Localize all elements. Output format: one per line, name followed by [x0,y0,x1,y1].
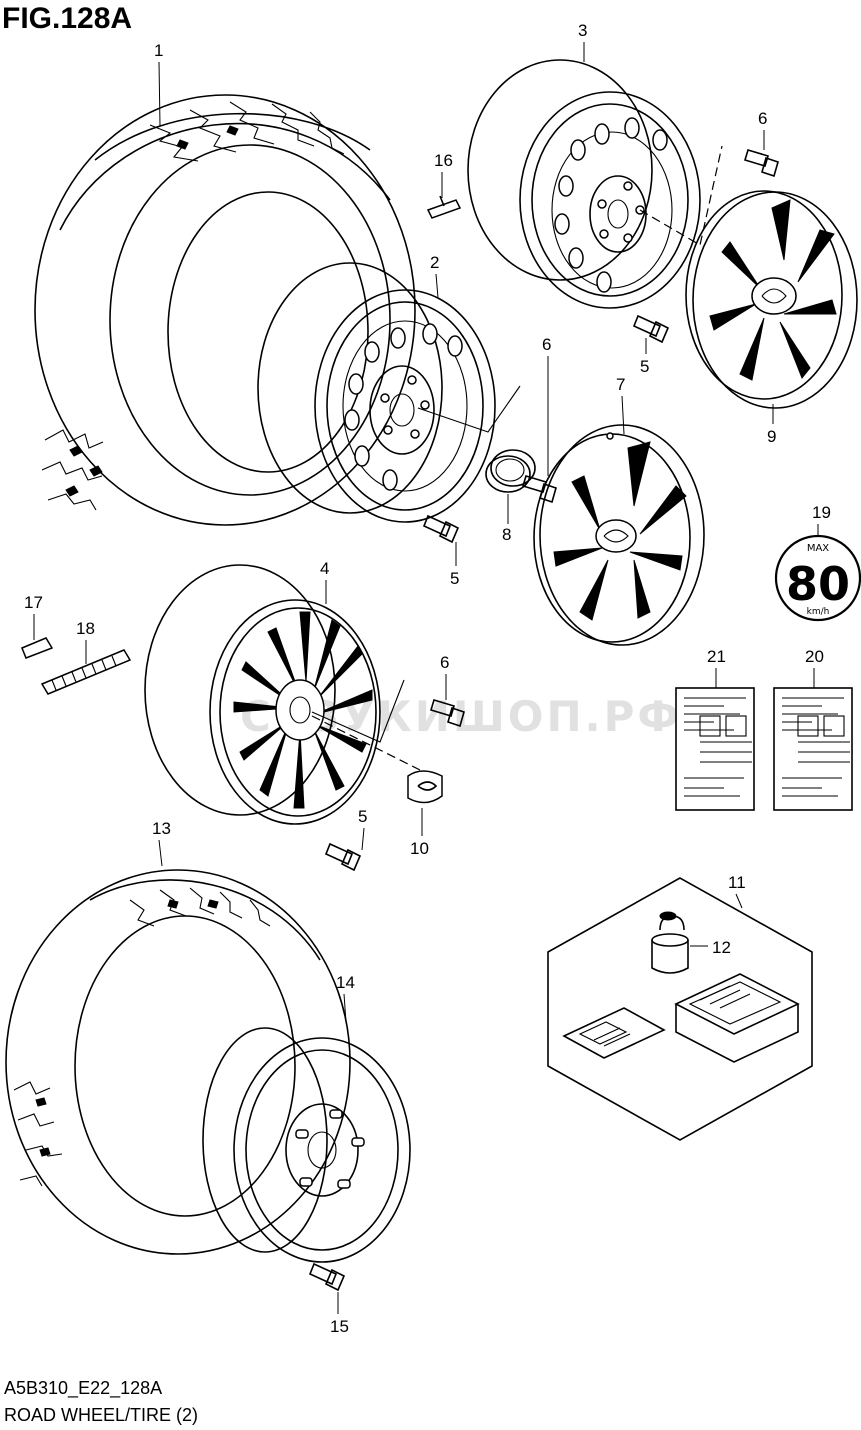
spare-tire-13[interactable] [5,869,351,1255]
callout-5a: 5 [640,357,649,376]
callout-21: 21 [707,647,726,666]
wheel-bolt-6-top[interactable] [744,149,779,178]
speed-sign-value: 80 [786,557,850,611]
figure-name: ROAD WHEEL/TIRE (2) [4,1405,199,1425]
spare-valve-15[interactable] [308,1262,346,1292]
callout-5b: 5 [450,569,459,588]
wheel-cover-7[interactable] [533,424,705,646]
callout-9: 9 [767,427,776,446]
valve-5-low[interactable] [324,842,362,872]
valve-5-mid[interactable] [422,514,460,544]
callout-4: 4 [320,559,329,578]
speed-limit-label-19[interactable]: MAX 80 km/h [774,534,861,622]
steel-wheel-2[interactable] [257,262,496,523]
center-cap-10[interactable] [407,770,443,804]
callout-5c: 5 [358,807,367,826]
callout-2: 2 [430,253,439,272]
callout-3: 3 [578,21,587,40]
callout-6a: 6 [758,109,767,128]
callout-13: 13 [152,819,171,838]
alloy-wheel-4[interactable] [144,564,381,825]
valve-5-top[interactable] [632,314,670,344]
callout-11: 11 [728,873,746,892]
speed-sign-unit: km/h [807,607,830,617]
callout-8: 8 [502,525,511,544]
callout-1: 1 [154,41,163,60]
wheel-bolt-6-low[interactable] [430,699,465,728]
tire-1[interactable] [34,94,416,526]
callout-10: 10 [410,839,429,858]
tire-info-label-21[interactable] [675,687,755,811]
figure-code: A5B310_E22_128A [4,1378,163,1398]
tire-info-label-20[interactable] [773,687,853,811]
callout-14: 14 [336,973,355,992]
figure-title: FIG.128A [2,2,133,35]
center-ring-8[interactable] [485,449,536,493]
callout-6b: 6 [542,335,551,354]
callout-16: 16 [434,151,453,170]
steel-wheel-3[interactable] [467,59,701,309]
wheel-cover-9[interactable] [685,190,858,409]
speed-sign-max: MAX [807,543,829,554]
balance-weight-16[interactable] [426,195,462,219]
callout-7: 7 [616,375,625,394]
repair-kit-11[interactable] [547,877,813,1141]
callout-6c: 6 [440,653,449,672]
callout-19: 19 [812,503,831,522]
callout-15: 15 [330,1317,349,1336]
callout-12: 12 [712,938,731,957]
callout-20: 20 [805,647,824,666]
spare-wheel-14[interactable] [202,1027,411,1263]
balance-weight-strip-18[interactable] [40,649,132,695]
callout-17: 17 [24,593,43,612]
balance-weight-17[interactable] [21,637,54,659]
callout-18: 18 [76,619,95,638]
sealant-bottle-12[interactable] [651,911,689,974]
